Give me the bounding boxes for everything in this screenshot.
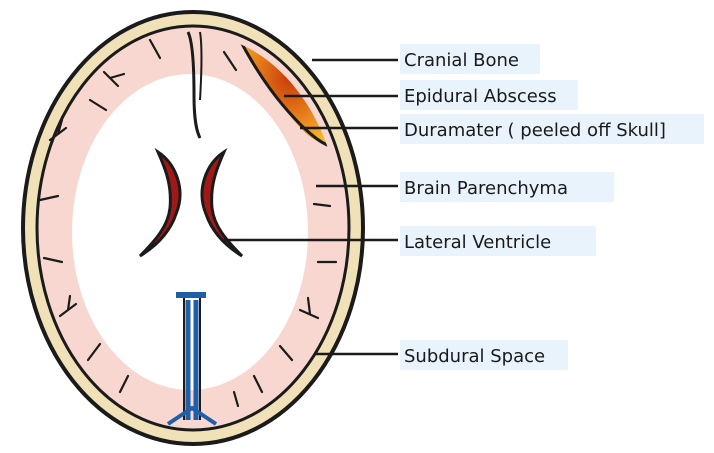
falx-posterior-cap <box>176 292 206 298</box>
label-subdural-space: Subdural Space <box>404 346 545 367</box>
label-lateral-ventricle: Lateral Ventricle <box>404 232 551 253</box>
label-cranial-bone: Cranial Bone <box>404 50 519 71</box>
label-epidural-abscess: Epidural Abscess <box>404 86 557 107</box>
label-duramater: Duramater ( peeled off Skull] <box>404 120 666 141</box>
label-brain-parenchyma: Brain Parenchyma <box>404 178 568 199</box>
labels: Cranial Bone Epidural Abscess Duramater … <box>400 44 704 370</box>
